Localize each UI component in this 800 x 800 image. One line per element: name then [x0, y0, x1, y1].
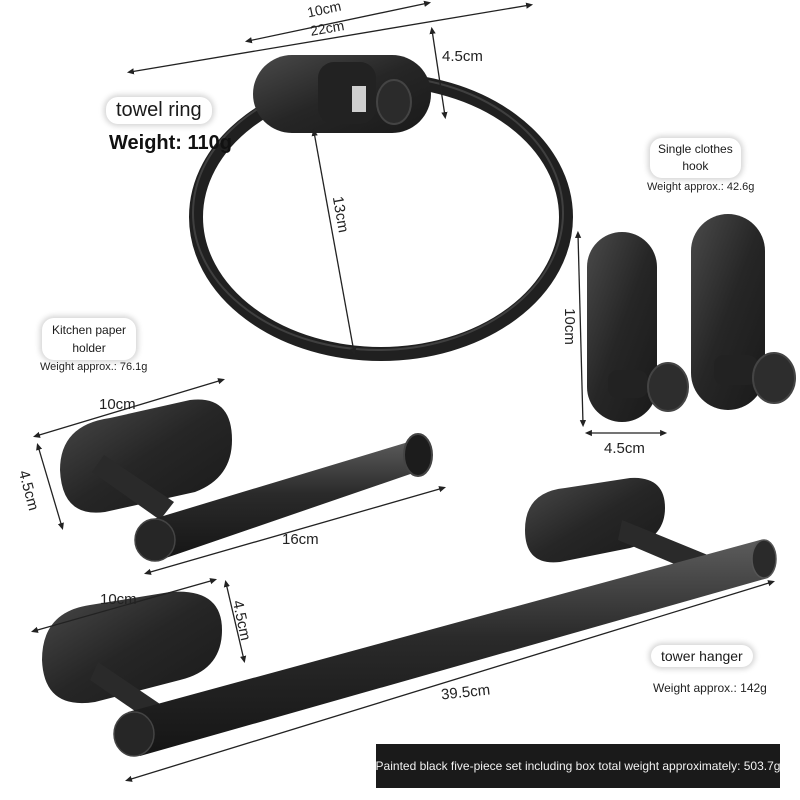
towel-ring-dimension-lines — [126, 0, 534, 356]
clothes-hook-name-label: Single clothes hook — [650, 138, 741, 178]
clothes-hook-dimension-lines — [574, 230, 668, 437]
paper-holder-name-label: Kitchen paper holder — [42, 318, 137, 360]
clothes-hook-weight-label: Weight approx.: 42.6g — [647, 181, 755, 193]
set-total-weight-text: Painted black five-piece set including b… — [375, 759, 781, 773]
towel-ring-image — [189, 55, 573, 361]
paper-holder-length-label: 16cm — [282, 531, 319, 548]
towel-hanger-width-label: 10cm — [100, 591, 137, 608]
paper-holder-image — [60, 399, 433, 562]
set-total-weight-banner: Painted black five-piece set including b… — [376, 744, 780, 788]
clothes-hook-image-left — [587, 232, 689, 422]
paper-holder-weight-label: Weight approx.: 76.1g — [40, 361, 148, 373]
towel-hanger-weight-label: Weight approx.: 142g — [653, 681, 767, 695]
clothes-hook-name-line2: hook — [682, 159, 709, 173]
towel-hanger-name-label: tower hanger — [651, 645, 753, 667]
paper-holder-name-line2: holder — [72, 341, 106, 355]
clothes-hook-height-label: 10cm — [560, 308, 578, 345]
clothes-hook-name-line1: Single clothes — [658, 142, 733, 156]
paper-holder-name-line1: Kitchen paper — [52, 323, 127, 337]
paper-holder-dimension-lines — [33, 378, 446, 575]
towel-ring-depth-label: 4.5cm — [442, 48, 483, 65]
towel-ring-name-label: towel ring — [106, 97, 212, 124]
paper-holder-width-label: 10cm — [99, 396, 136, 413]
towel-ring-weight-label: Weight: 110g — [109, 132, 232, 154]
clothes-hook-image-right — [691, 214, 796, 410]
clothes-hook-width-label: 4.5cm — [604, 440, 645, 457]
towel-hanger-dimension-lines — [30, 578, 775, 782]
